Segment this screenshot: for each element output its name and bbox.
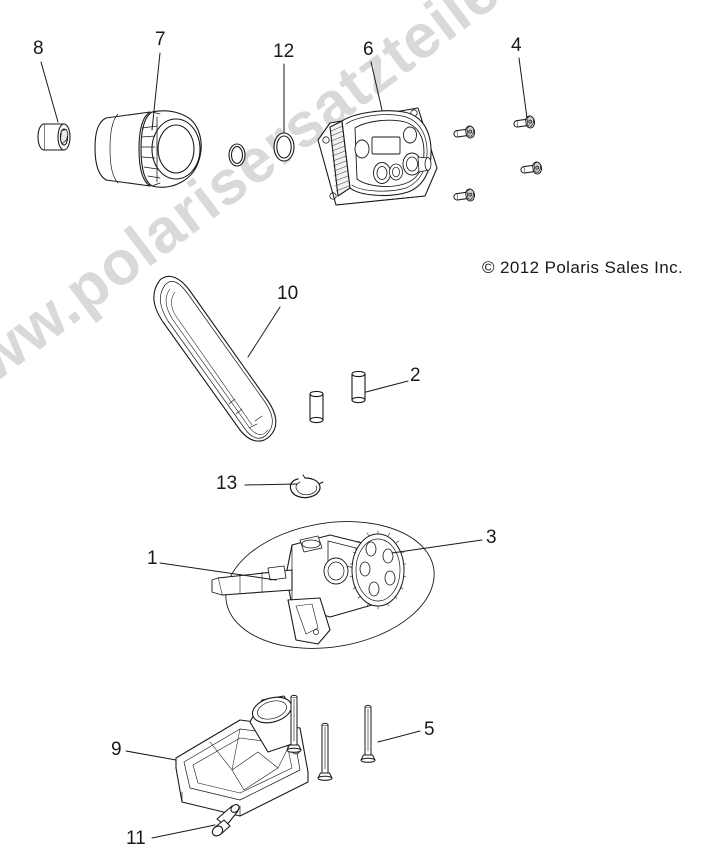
part-9-pickup-screen <box>175 695 309 817</box>
callout-3[interactable]: 3 <box>486 527 497 548</box>
part-8-filter-nipple <box>37 123 71 151</box>
copyright-notice: © 2012 Polaris Sales Inc. <box>482 258 684 277</box>
part-6-oil-cooler <box>317 107 438 206</box>
callout-9[interactable]: 9 <box>111 739 122 760</box>
callout-5[interactable]: 5 <box>424 719 435 740</box>
part-3-sprocket <box>349 530 407 610</box>
callout-11[interactable]: 11 <box>126 828 146 849</box>
callout-7[interactable]: 7 <box>155 29 166 50</box>
part-1-oil-pump-assembly <box>211 521 435 649</box>
part-small-gasket-ring <box>228 143 246 167</box>
callout-leader-lines <box>40 52 528 839</box>
callout-2[interactable]: 2 <box>410 365 421 386</box>
callout-8[interactable]: 8 <box>33 38 44 59</box>
part-13-snap-ring <box>289 474 324 499</box>
part-7-oil-filter <box>94 110 202 188</box>
callout-1[interactable]: 1 <box>147 548 158 569</box>
callout-12[interactable]: 12 <box>273 41 295 62</box>
part-4-flange-bolts <box>452 114 543 204</box>
callout-6[interactable]: 6 <box>363 39 374 60</box>
part-2-dowel-pins <box>309 370 366 424</box>
part-11-screen-bolt <box>211 804 240 837</box>
callout-4[interactable]: 4 <box>511 35 522 56</box>
callout-13[interactable]: 13 <box>216 473 238 494</box>
part-12-o-ring <box>273 132 295 162</box>
part-10-drive-belt <box>153 275 277 442</box>
callout-10[interactable]: 10 <box>277 283 299 304</box>
